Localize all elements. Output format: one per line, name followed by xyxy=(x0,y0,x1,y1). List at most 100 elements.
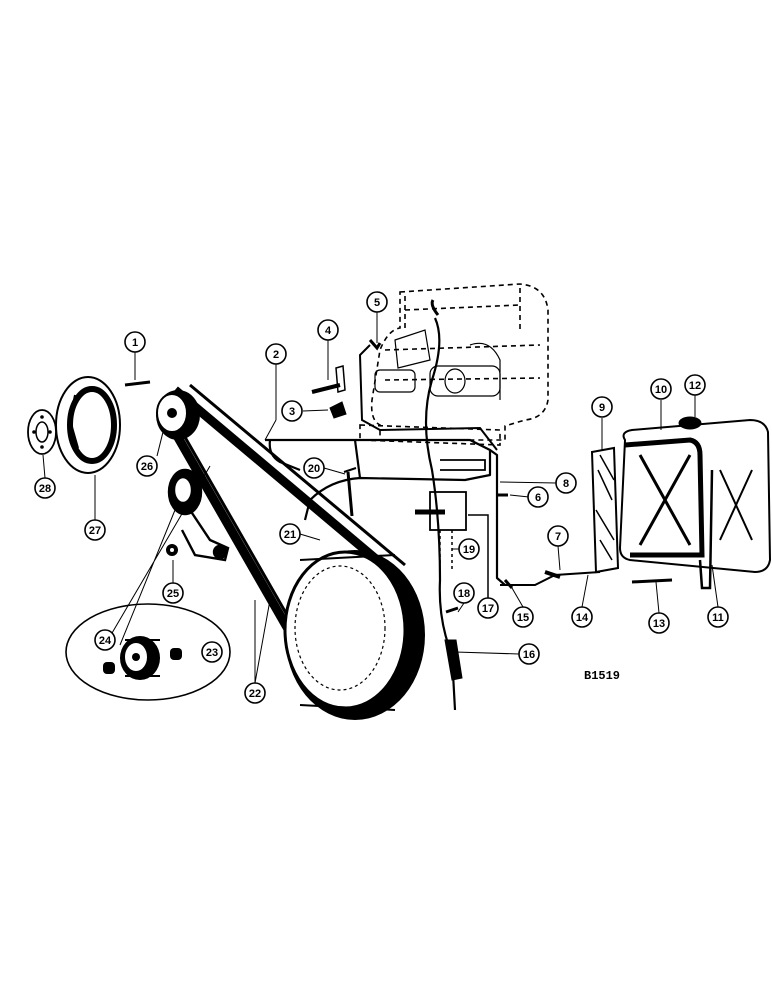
bracket-and-lines-drawing xyxy=(415,299,489,711)
callout-circle xyxy=(547,525,569,547)
callout-circle xyxy=(477,597,499,619)
callout-circle xyxy=(527,486,549,508)
callout-19: 19 xyxy=(458,538,480,560)
callout-number: 19 xyxy=(463,544,475,556)
figure-code-label: B1519 xyxy=(584,669,620,683)
callout-14: 14 xyxy=(571,606,593,628)
callout-circle xyxy=(458,538,480,560)
callout-24: 24 xyxy=(94,629,116,651)
callout-17: 17 xyxy=(477,597,499,619)
callout-28: 28 xyxy=(34,477,56,499)
callout-number: 6 xyxy=(535,492,541,504)
callout-1: 1 xyxy=(124,331,146,353)
callout-number: 10 xyxy=(655,384,667,396)
callout-number: 23 xyxy=(206,647,218,659)
callout-circle xyxy=(124,331,146,353)
callout-number: 20 xyxy=(308,463,320,475)
callout-number: 24 xyxy=(99,635,112,647)
callout-circle xyxy=(303,457,325,479)
callout-number: 5 xyxy=(374,297,380,309)
callout-circle xyxy=(279,523,301,545)
flywheel-ring-drawing xyxy=(55,376,121,474)
drive-pulley-drawing xyxy=(283,550,425,720)
callout-27: 27 xyxy=(84,519,106,541)
callout-number: 11 xyxy=(712,612,724,624)
fuel-tank-drawing xyxy=(618,416,772,590)
tank-pad-drawing xyxy=(590,446,620,574)
callout-circle xyxy=(84,519,106,541)
washer-drawing xyxy=(166,544,178,556)
callout-circle xyxy=(201,641,223,663)
engine-phantom-outline xyxy=(359,283,549,446)
callout-number: 26 xyxy=(141,461,153,473)
callout-number: 4 xyxy=(325,325,332,337)
callout-layer: 1234567891011121314151617181920212223242… xyxy=(34,291,729,704)
callout-circle xyxy=(94,629,116,651)
callout-circle xyxy=(555,472,577,494)
callout-7: 7 xyxy=(547,525,569,547)
callout-number: 22 xyxy=(249,688,261,700)
callout-circle xyxy=(571,606,593,628)
callout-number: 28 xyxy=(39,483,51,495)
callout-circle xyxy=(162,582,184,604)
callout-8: 8 xyxy=(555,472,577,494)
callout-12: 12 xyxy=(684,374,706,396)
callout-16: 16 xyxy=(518,643,540,665)
callout-circle xyxy=(281,400,303,422)
callout-number: 3 xyxy=(289,406,295,418)
small-hardware-drawing xyxy=(124,365,357,517)
callout-circle xyxy=(317,319,339,341)
callout-number: 9 xyxy=(599,402,605,414)
callout-number: 16 xyxy=(523,649,535,661)
callout-number: 15 xyxy=(517,612,529,624)
callout-number: 21 xyxy=(284,529,296,541)
callout-number: 17 xyxy=(482,603,494,615)
callout-number: 12 xyxy=(689,380,701,392)
callout-circle xyxy=(648,612,670,634)
engine-detail xyxy=(374,329,501,400)
callout-4: 4 xyxy=(317,319,339,341)
callout-circle xyxy=(512,606,534,628)
callout-number: 8 xyxy=(563,478,569,490)
callout-6: 6 xyxy=(527,486,549,508)
callout-circle xyxy=(453,582,475,604)
callout-2: 2 xyxy=(265,343,287,365)
callout-circle xyxy=(366,291,388,313)
callout-25: 25 xyxy=(162,582,184,604)
fuel-lines-drawing xyxy=(358,339,601,589)
callout-number: 25 xyxy=(167,588,179,600)
callout-18: 18 xyxy=(453,582,475,604)
leader-lines xyxy=(42,312,719,684)
callout-circle xyxy=(518,643,540,665)
idler-arm-drawing xyxy=(167,468,230,562)
callout-number: 7 xyxy=(555,531,561,543)
callout-circle xyxy=(684,374,706,396)
callout-circle xyxy=(265,343,287,365)
callout-circle xyxy=(244,682,266,704)
callout-9: 9 xyxy=(591,396,613,418)
callout-number: 18 xyxy=(458,588,470,600)
callout-15: 15 xyxy=(512,606,534,628)
callout-13: 13 xyxy=(648,612,670,634)
callout-20: 20 xyxy=(303,457,325,479)
callout-circle xyxy=(707,606,729,628)
callout-circle xyxy=(650,378,672,400)
adapter-plate-drawing xyxy=(27,409,57,455)
callout-22: 22 xyxy=(244,682,266,704)
callout-number: 1 xyxy=(132,337,138,349)
callout-23: 23 xyxy=(201,641,223,663)
small-pulley-drawing xyxy=(156,390,200,440)
callout-10: 10 xyxy=(650,378,672,400)
callout-number: 2 xyxy=(273,349,279,361)
callout-circle xyxy=(591,396,613,418)
callout-3: 3 xyxy=(281,400,303,422)
callout-number: 13 xyxy=(653,618,665,630)
inset-drawing xyxy=(65,603,231,701)
callout-circle xyxy=(136,455,158,477)
callout-11: 11 xyxy=(707,606,729,628)
callout-5: 5 xyxy=(366,291,388,313)
callout-number: 14 xyxy=(576,612,589,624)
callout-26: 26 xyxy=(136,455,158,477)
